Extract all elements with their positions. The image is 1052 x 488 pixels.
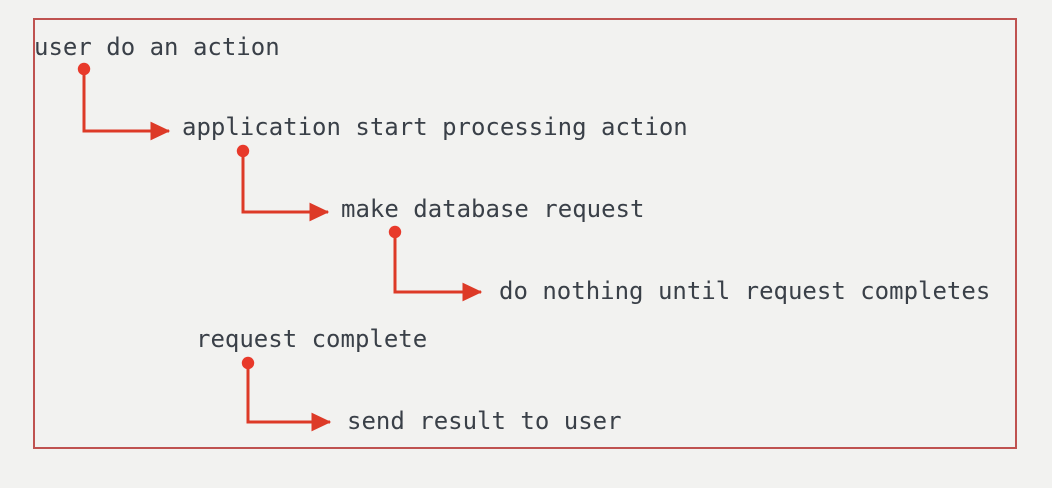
- step-label-send-result-to-user: send result to user: [347, 407, 622, 435]
- diagram-frame-border: [33, 18, 1017, 449]
- step-label-do-nothing-until: do nothing until request completes: [499, 277, 991, 305]
- step-label-user-do-an-action: user do an action: [34, 33, 280, 61]
- step-label-make-database-request: make database request: [341, 195, 645, 223]
- step-label-request-complete: request complete: [196, 325, 428, 353]
- step-label-application-start: application start processing action: [182, 113, 688, 141]
